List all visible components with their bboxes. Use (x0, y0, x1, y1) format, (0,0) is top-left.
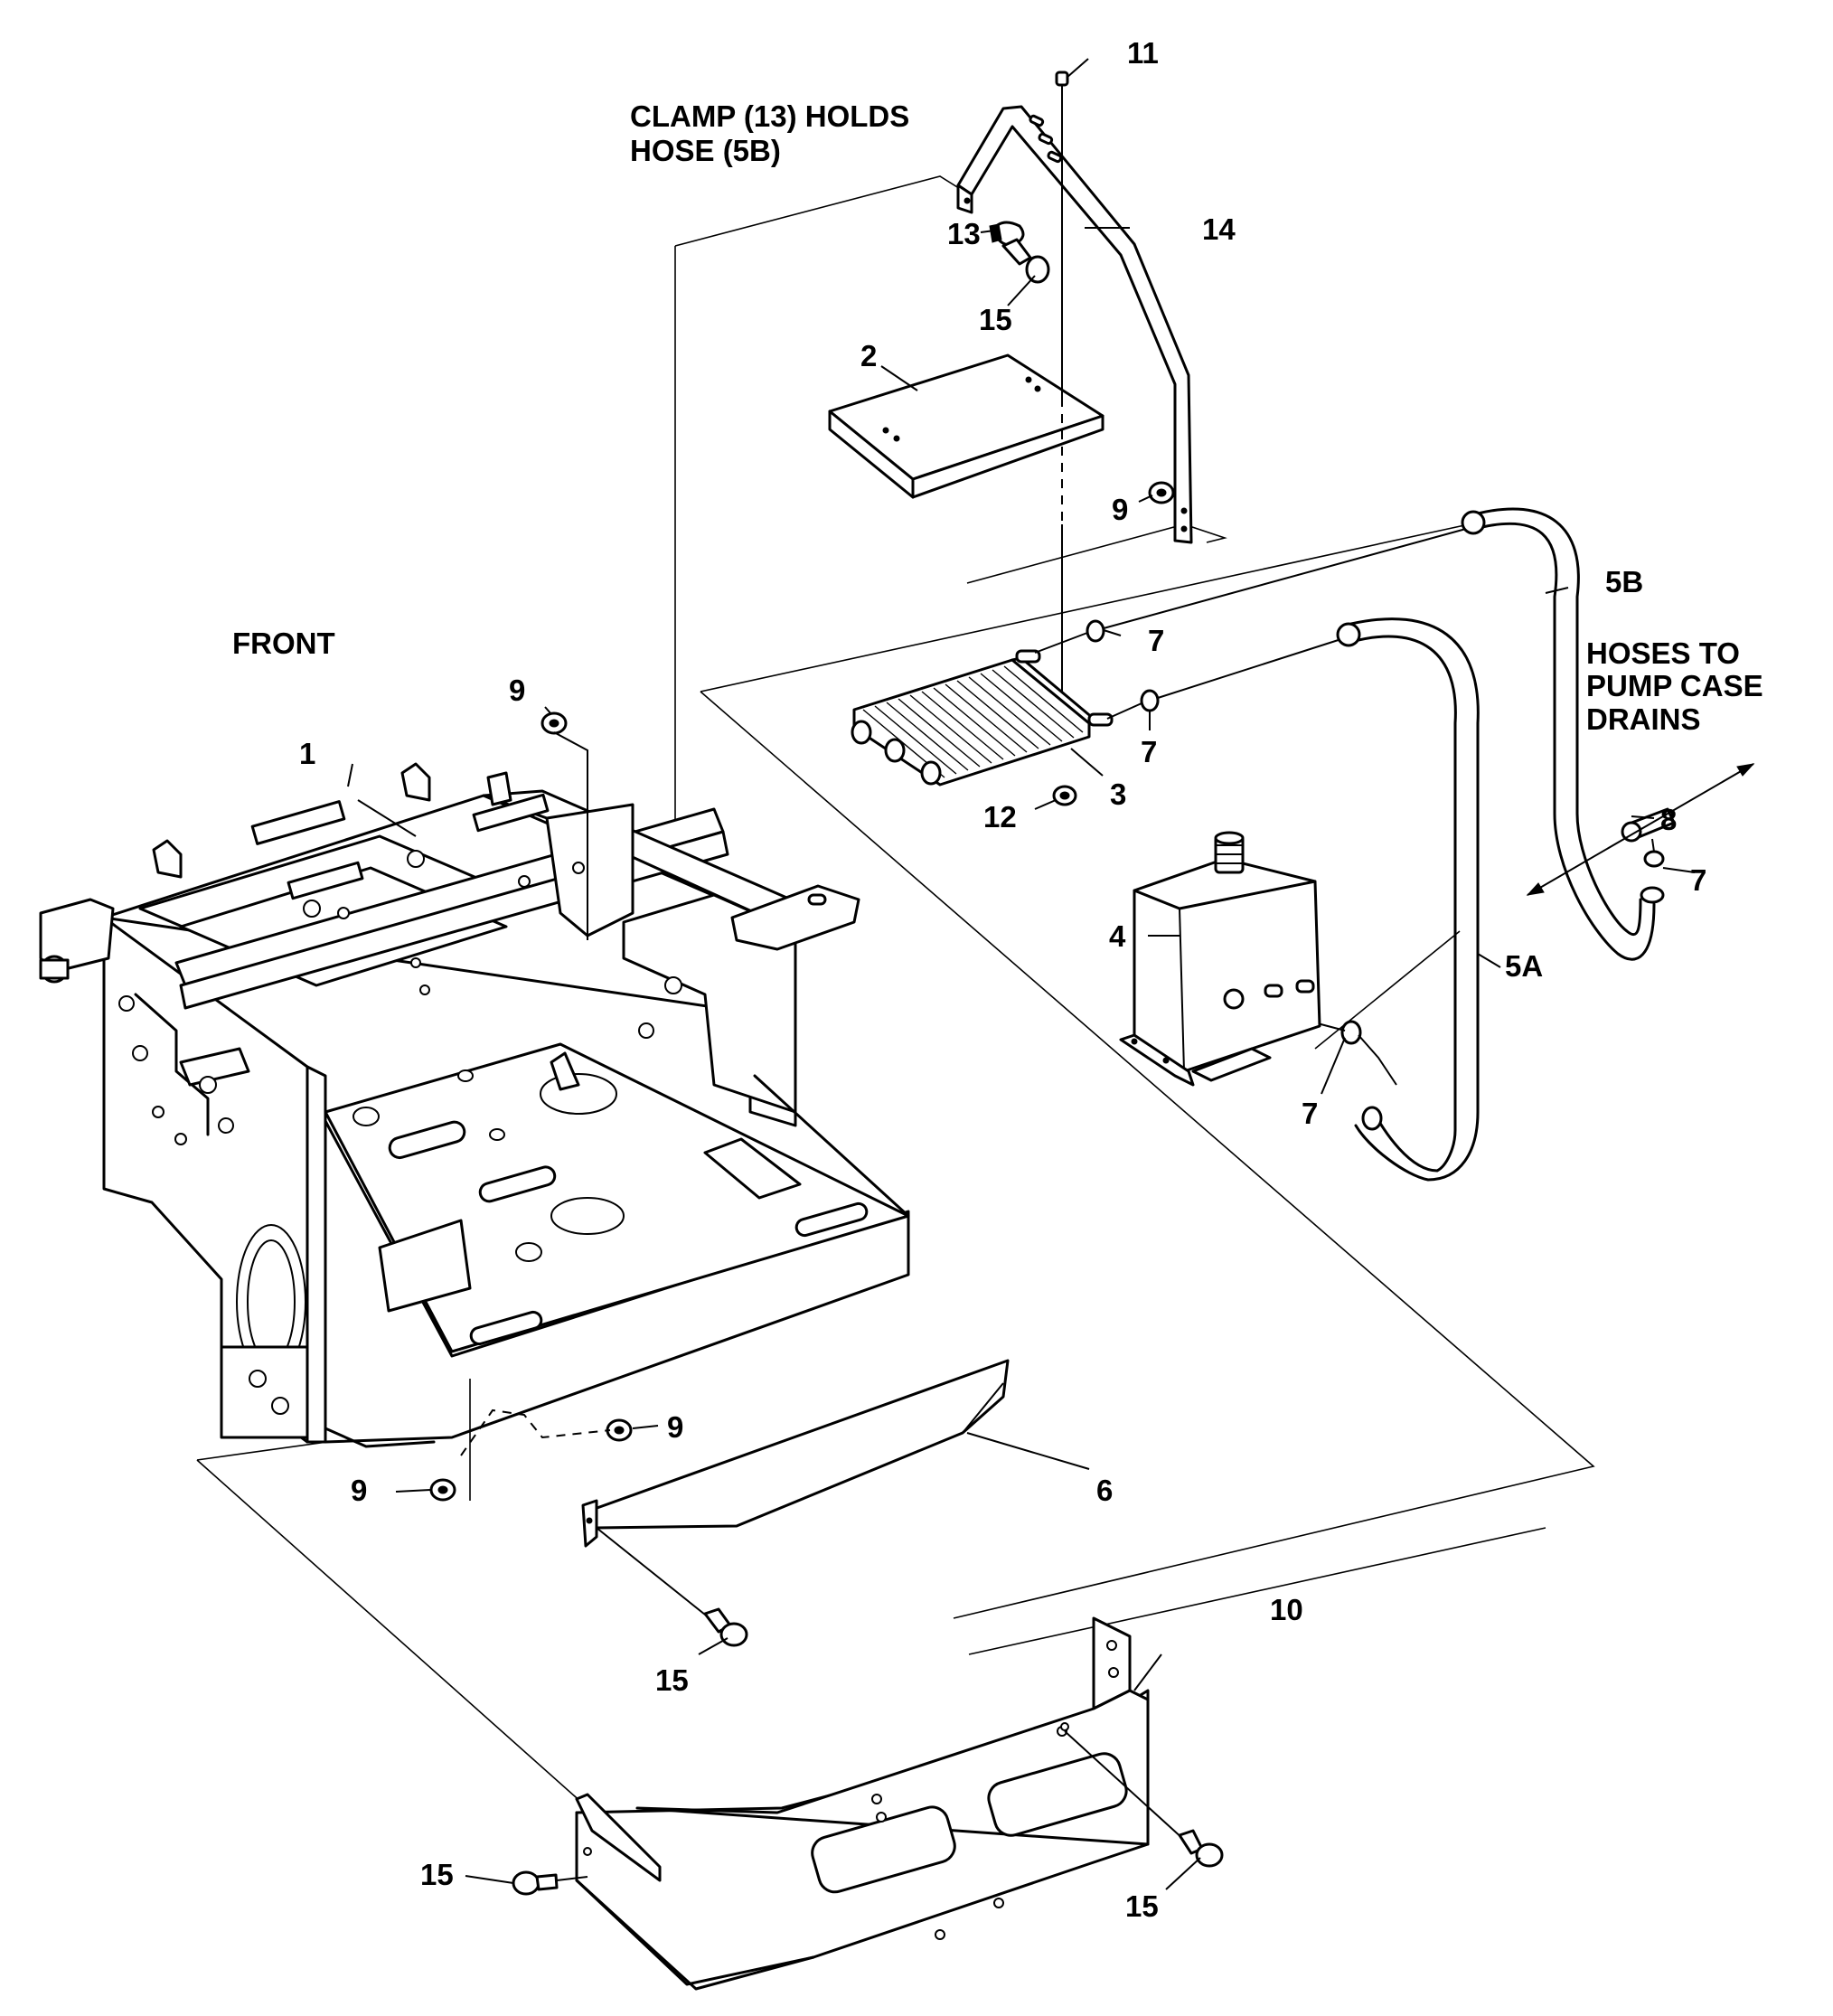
callout-8: 8 (1660, 803, 1677, 836)
callout-7-tank: 7 (1302, 1097, 1318, 1130)
callout-5b: 5B (1605, 565, 1643, 598)
bolt-11 (1055, 71, 1069, 696)
nut-9-axis-line (460, 1408, 611, 1456)
callout-2: 2 (860, 339, 877, 372)
callout-4: 4 (1109, 919, 1126, 953)
note-hoses-line1: HOSES TO (1586, 636, 1740, 670)
hose-5a (1336, 617, 1480, 1182)
callout-15-left: 15 (420, 1858, 454, 1891)
nut-9-arm (1148, 481, 1175, 504)
flow-arrow (1526, 763, 1755, 896)
main-frame (39, 762, 910, 1448)
bolt-15-right (1064, 1730, 1224, 1868)
callout-3: 3 (1110, 777, 1126, 811)
rear-guard (575, 1616, 1150, 1991)
note-hoses-line3: DRAINS (1586, 702, 1701, 736)
callout-9-lower-left: 9 (351, 1474, 367, 1507)
callout-12: 12 (983, 800, 1017, 834)
nut-9-lower-left (429, 1478, 456, 1502)
note-front: FRONT (232, 626, 335, 660)
callout-15-shield: 15 (655, 1663, 689, 1697)
nut-12 (1052, 785, 1077, 806)
callout-15-right: 15 (1125, 1889, 1159, 1923)
callout-7-tee: 7 (1690, 863, 1706, 897)
hose-5b (1461, 507, 1665, 961)
callout-7-upper: 7 (1148, 624, 1164, 657)
bolt-15-shield (596, 1527, 748, 1647)
callout-labels: 11 13 14 15 2 9 5B 7 7 3 12 8 7 4 5A 7 1… (299, 36, 1706, 1923)
support-arm (956, 105, 1193, 544)
note-hoses: HOSES TO PUMP CASE DRAINS (1586, 636, 1763, 736)
callout-7-lower: 7 (1141, 735, 1157, 768)
callout-9-arm: 9 (1112, 493, 1128, 526)
hose-clamp-7-upper (1034, 523, 1483, 654)
bolt-15-upper (1001, 238, 1050, 284)
note-clamp-line2: HOSE (5B) (630, 134, 781, 167)
oil-cooler (851, 649, 1114, 787)
callout-9-frame: 9 (509, 674, 525, 707)
shield-6 (581, 1359, 1010, 1548)
callout-1: 1 (299, 737, 315, 770)
hose-clamp-7-tank (1310, 1020, 1397, 1086)
callout-13: 13 (947, 217, 981, 250)
note-hoses-line2: PUMP CASE (1586, 669, 1763, 702)
callout-5a: 5A (1505, 949, 1543, 983)
cooler-fins (862, 665, 1084, 778)
callout-9-lower-right: 9 (667, 1410, 683, 1444)
leader-lines (347, 58, 1696, 1890)
reservoir-tank (1119, 831, 1321, 1087)
hose-clamp-7-lower (1106, 636, 1348, 720)
nut-9-lower-right (606, 1418, 633, 1442)
nut-9-frame-top (540, 711, 588, 940)
callout-11: 11 (1127, 36, 1159, 70)
callout-10: 10 (1270, 1593, 1303, 1626)
note-clamp: CLAMP (13) HOLDS HOSE (5B) (630, 99, 909, 167)
callout-15-top: 15 (979, 303, 1012, 336)
mounting-plate (828, 353, 1104, 499)
callout-14: 14 (1202, 212, 1236, 246)
note-clamp-line1: CLAMP (13) HOLDS (630, 99, 909, 133)
callout-6: 6 (1096, 1474, 1113, 1507)
bolt-15-left (512, 1870, 588, 1896)
